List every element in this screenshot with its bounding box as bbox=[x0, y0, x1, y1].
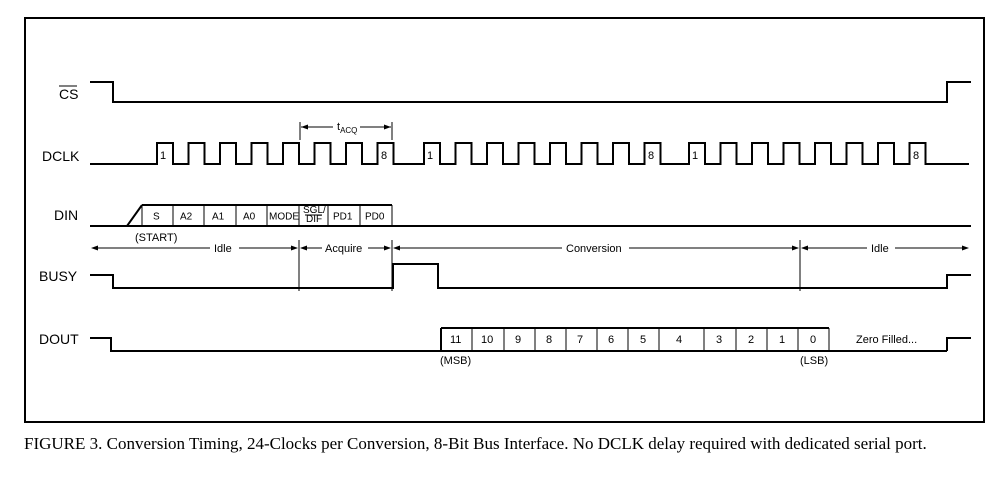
timing-diagram-frame bbox=[24, 17, 985, 423]
tacq-label: tACQ bbox=[337, 121, 357, 135]
dout-bit-1: 1 bbox=[779, 334, 785, 346]
phase-conversion-arrow bbox=[393, 245, 799, 251]
din-bit-dif: DIF bbox=[306, 214, 322, 225]
dclk-label-first-8: 8 bbox=[381, 150, 387, 162]
din-start-note: (START) bbox=[135, 232, 177, 244]
phase-acquire-arrow bbox=[300, 245, 391, 251]
signal-label-dout: DOUT bbox=[39, 331, 79, 347]
din-bit-pd1: PD1 bbox=[333, 212, 353, 223]
din-bit-s: S bbox=[153, 212, 160, 223]
timing-diagram: CS DCLK DIN BUSY DOUT 1 8 1 8 1 8 tACQ S… bbox=[39, 81, 971, 367]
dclk-waveform bbox=[90, 142, 969, 165]
dout-bit-5: 5 bbox=[640, 334, 646, 346]
dclk-label-third-1: 1 bbox=[692, 150, 698, 162]
phase-idle2-label: Idle bbox=[871, 243, 889, 255]
tacq-arrow-left bbox=[301, 124, 308, 130]
phase-acquire-label: Acquire bbox=[325, 243, 362, 255]
caption-label: FIGURE 3. bbox=[24, 434, 103, 453]
figure-caption: FIGURE 3. Conversion Timing, 24-Clocks p… bbox=[24, 433, 986, 454]
dout-bit-labels: 11 10 9 8 7 6 5 4 3 2 1 0 bbox=[450, 334, 816, 346]
dout-bit-4: 4 bbox=[676, 334, 682, 346]
dout-bit-8: 8 bbox=[546, 334, 552, 346]
din-bit-pd0: PD0 bbox=[365, 212, 385, 223]
caption-text: Conversion Timing, 24-Clocks per Convers… bbox=[106, 434, 927, 453]
dout-bit-9: 9 bbox=[515, 334, 521, 346]
dout-bit-2: 2 bbox=[748, 334, 754, 346]
dout-bit-7: 7 bbox=[577, 334, 583, 346]
signal-label-dclk: DCLK bbox=[42, 148, 80, 164]
dout-zero-filled: Zero Filled... bbox=[856, 334, 917, 346]
din-bit-sgl: SGL/ bbox=[303, 205, 326, 216]
dout-bit-11: 11 bbox=[450, 334, 461, 346]
phase-idle2-arrow bbox=[801, 245, 969, 251]
dclk-label-second-8: 8 bbox=[648, 150, 654, 162]
din-bit-a2: A2 bbox=[180, 212, 193, 223]
din-bit-dividers bbox=[141, 205, 393, 226]
dout-bit-dividers bbox=[471, 328, 830, 351]
tacq-arrow-right bbox=[384, 124, 391, 130]
dout-bit-6: 6 bbox=[608, 334, 614, 346]
din-bit-labels: S A2 A1 A0 MODE SGL/ DIF PD1 PD0 bbox=[153, 205, 385, 225]
dout-bit-3: 3 bbox=[716, 334, 722, 346]
signal-label-busy: BUSY bbox=[39, 268, 78, 284]
busy-waveform bbox=[90, 263, 971, 289]
signal-label-cs: CS bbox=[59, 86, 78, 102]
dout-bit-0: 0 bbox=[810, 334, 816, 346]
din-idle-line bbox=[90, 204, 143, 227]
dout-bit-10: 10 bbox=[481, 334, 493, 346]
dclk-label-third-8: 8 bbox=[913, 150, 919, 162]
din-bit-a0: A0 bbox=[243, 212, 256, 223]
dout-msb-note: (MSB) bbox=[440, 355, 471, 367]
phase-idle1-arrow bbox=[91, 245, 298, 251]
din-bit-mode: MODE bbox=[269, 212, 299, 223]
cs-waveform bbox=[90, 81, 971, 103]
signal-label-din: DIN bbox=[54, 207, 78, 223]
dclk-label-first-1: 1 bbox=[160, 150, 166, 162]
phase-idle1-label: Idle bbox=[214, 243, 232, 255]
din-bit-a1: A1 bbox=[212, 212, 225, 223]
dclk-pulse-labels: 1 8 1 8 1 8 bbox=[160, 150, 919, 162]
dout-idle-right bbox=[946, 337, 971, 351]
phase-conversion-label: Conversion bbox=[566, 243, 622, 255]
dout-idle-left bbox=[90, 337, 441, 352]
dout-lsb-note: (LSB) bbox=[800, 355, 828, 367]
dclk-label-second-1: 1 bbox=[427, 150, 433, 162]
